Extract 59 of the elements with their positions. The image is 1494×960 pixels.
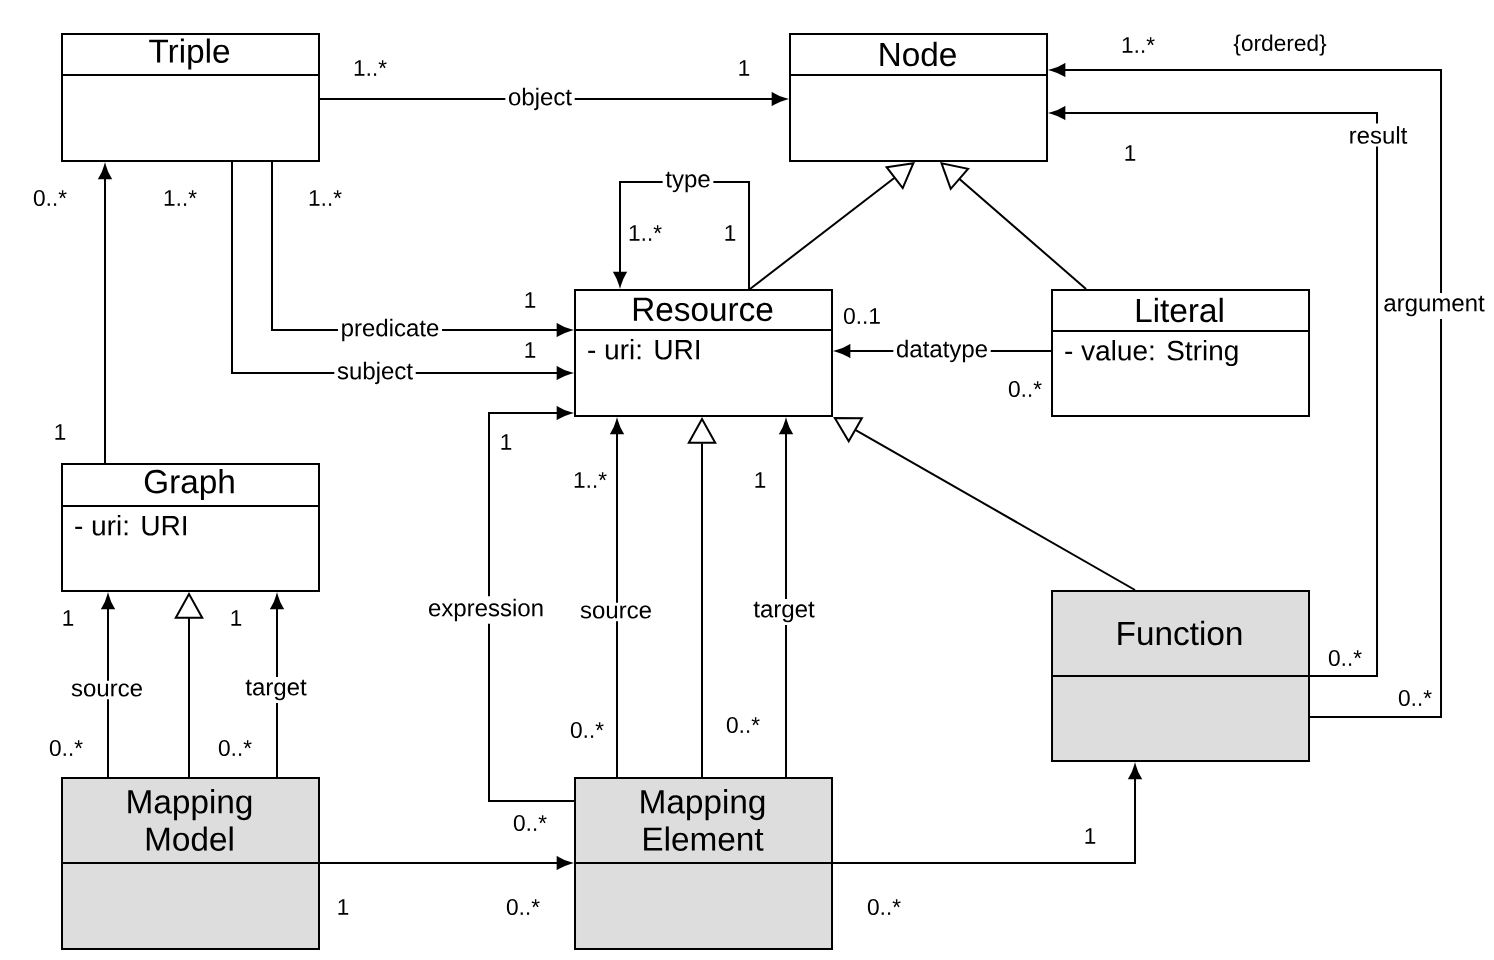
class-box: Literal - value: String xyxy=(1050,289,1310,417)
edge-label: subject xyxy=(334,359,416,387)
multiplicity-label: 1 xyxy=(725,225,736,241)
generalization-arrow xyxy=(940,162,1087,290)
multiplicity-label: 0..* xyxy=(570,722,604,739)
multiplicity-label: 1..* xyxy=(574,472,607,488)
edge-label: type xyxy=(662,169,714,195)
multiplicity-label: 1..* xyxy=(164,190,197,206)
class-box: Node xyxy=(788,33,1048,162)
multiplicity-label: 1..* xyxy=(309,190,342,206)
multiplicity-label: 0..* xyxy=(513,815,547,832)
edge-label: source xyxy=(68,680,146,700)
association-arrow xyxy=(319,856,572,870)
multiplicity-label: 0..* xyxy=(218,740,252,757)
association-arrow xyxy=(98,164,112,464)
association-arrow xyxy=(832,764,1142,864)
class-box: Mapping Element xyxy=(573,777,833,950)
association-arrow xyxy=(610,419,624,778)
multiplicity-label: {ordered} xyxy=(1233,34,1327,56)
multiplicity-label: 0..* xyxy=(49,740,83,757)
edge-label: result xyxy=(1346,123,1411,147)
multiplicity-label: 1 xyxy=(501,434,512,450)
edge-label: source xyxy=(577,602,655,622)
multiplicity-label: 1 xyxy=(1125,145,1136,161)
multiplicity-label: 0..* xyxy=(1398,690,1432,707)
class-box: Mapping Model xyxy=(60,777,320,950)
edge-label: predicate xyxy=(337,316,443,344)
class-box: Resource - uri: URI xyxy=(573,289,833,417)
multiplicity-label: 1 xyxy=(1085,828,1096,844)
multiplicity-label: 1..* xyxy=(1122,37,1155,53)
edge-label: object xyxy=(505,85,575,113)
class-box: Function xyxy=(1050,590,1310,762)
generalization-arrow xyxy=(833,417,1136,591)
multiplicity-label: 1..* xyxy=(354,60,387,76)
multiplicity-label: 1 xyxy=(739,60,750,76)
multiplicity-label: 1 xyxy=(525,292,536,308)
association-arrow xyxy=(270,594,284,778)
edge-label: datatype xyxy=(893,337,991,365)
multiplicity-label: 0..* xyxy=(867,899,901,916)
edge-label: target xyxy=(750,599,818,625)
multiplicity-label: 1 xyxy=(525,342,536,358)
association-arrow xyxy=(488,406,575,802)
multiplicity-label: 0..* xyxy=(1328,650,1362,667)
association-arrow xyxy=(1050,63,1442,718)
multiplicity-label: 1 xyxy=(55,424,66,440)
multiplicity-label: 0..* xyxy=(506,899,540,916)
edge-label: expression xyxy=(425,596,547,624)
class-box: Graph - uri: URI xyxy=(60,463,320,592)
edge-label: target xyxy=(242,677,310,703)
multiplicity-label: 1 xyxy=(755,472,766,488)
multiplicity-label: 0..* xyxy=(726,717,760,734)
edge-label: argument xyxy=(1380,293,1488,319)
association-arrow xyxy=(1050,106,1378,677)
association-arrow xyxy=(101,594,115,778)
multiplicity-label: 1..* xyxy=(629,225,662,241)
generalization-arrow xyxy=(749,162,915,290)
class-box: Triple xyxy=(60,33,320,162)
association-arrow xyxy=(779,419,793,778)
multiplicity-label: 0..* xyxy=(33,189,67,207)
